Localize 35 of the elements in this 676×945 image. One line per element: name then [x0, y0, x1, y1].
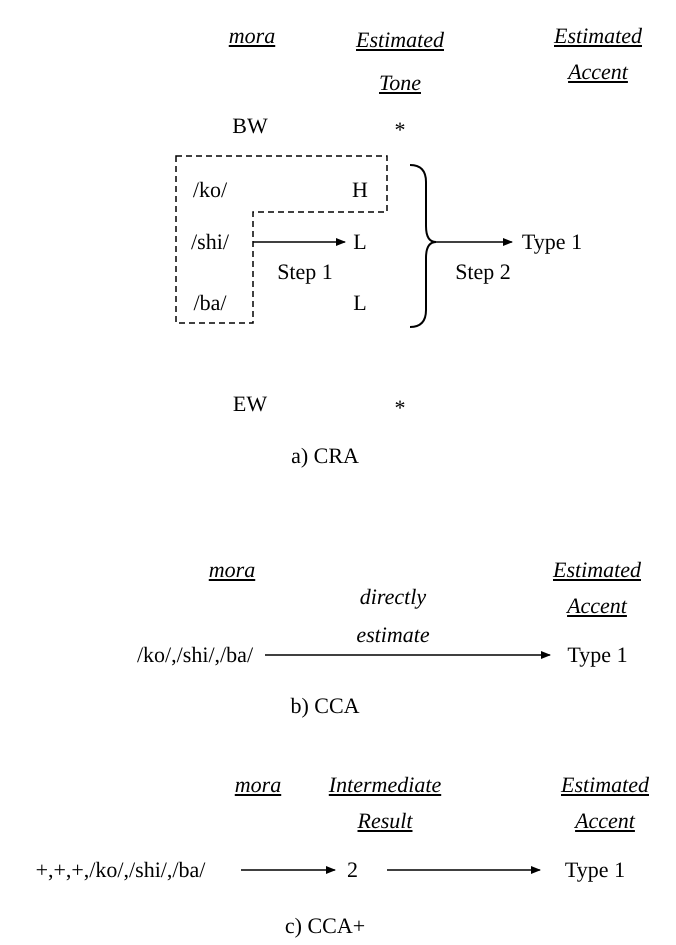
column-header: Estimated Accent — [552, 22, 643, 86]
caption: c) CCA+ — [284, 912, 366, 940]
syllable-label: /shi/ — [180, 228, 240, 256]
column-header: mora — [228, 22, 276, 50]
tone-label: * — [394, 116, 406, 144]
edge-label: Step 2 — [455, 259, 511, 285]
edge-label: Step 1 — [277, 259, 333, 285]
boundary-label: BW — [232, 112, 268, 140]
column-header: Intermediate Result — [328, 771, 442, 835]
syllable-label: /ba/ — [180, 289, 240, 317]
column-header: Estimated Accent — [552, 556, 642, 620]
syllable-sequence-label: /ko/,/shi/,/ba/ — [130, 641, 260, 669]
column-header: Estimated Accent — [560, 771, 650, 835]
edge-label: directly estimate — [355, 583, 431, 649]
column-header: mora — [234, 771, 282, 799]
tone-label: H — [345, 176, 375, 204]
syllable-label: /ko/ — [180, 176, 240, 204]
arrow — [387, 866, 541, 874]
accent-label: Type 1 — [555, 641, 640, 669]
caption: b) CCA — [290, 692, 360, 720]
column-header: Estimated Tone — [354, 26, 445, 97]
arrow — [436, 238, 513, 246]
intermediate-result-label: 2 — [340, 856, 365, 884]
arrow — [265, 651, 551, 659]
accent-label: Type 1 — [550, 856, 640, 884]
arrow — [241, 866, 336, 874]
accent-label: Type 1 — [512, 228, 592, 256]
arrow — [253, 238, 346, 246]
tone-label: * — [394, 394, 406, 422]
tone-label: L — [353, 289, 367, 317]
tone-label: L — [345, 228, 375, 256]
syllable-sequence-label: +,+,+,/ko/,/shi/,/ba/ — [8, 856, 233, 884]
boundary-label: EW — [232, 390, 268, 418]
caption: a) CRA — [291, 442, 359, 470]
column-header: mora — [208, 556, 256, 584]
